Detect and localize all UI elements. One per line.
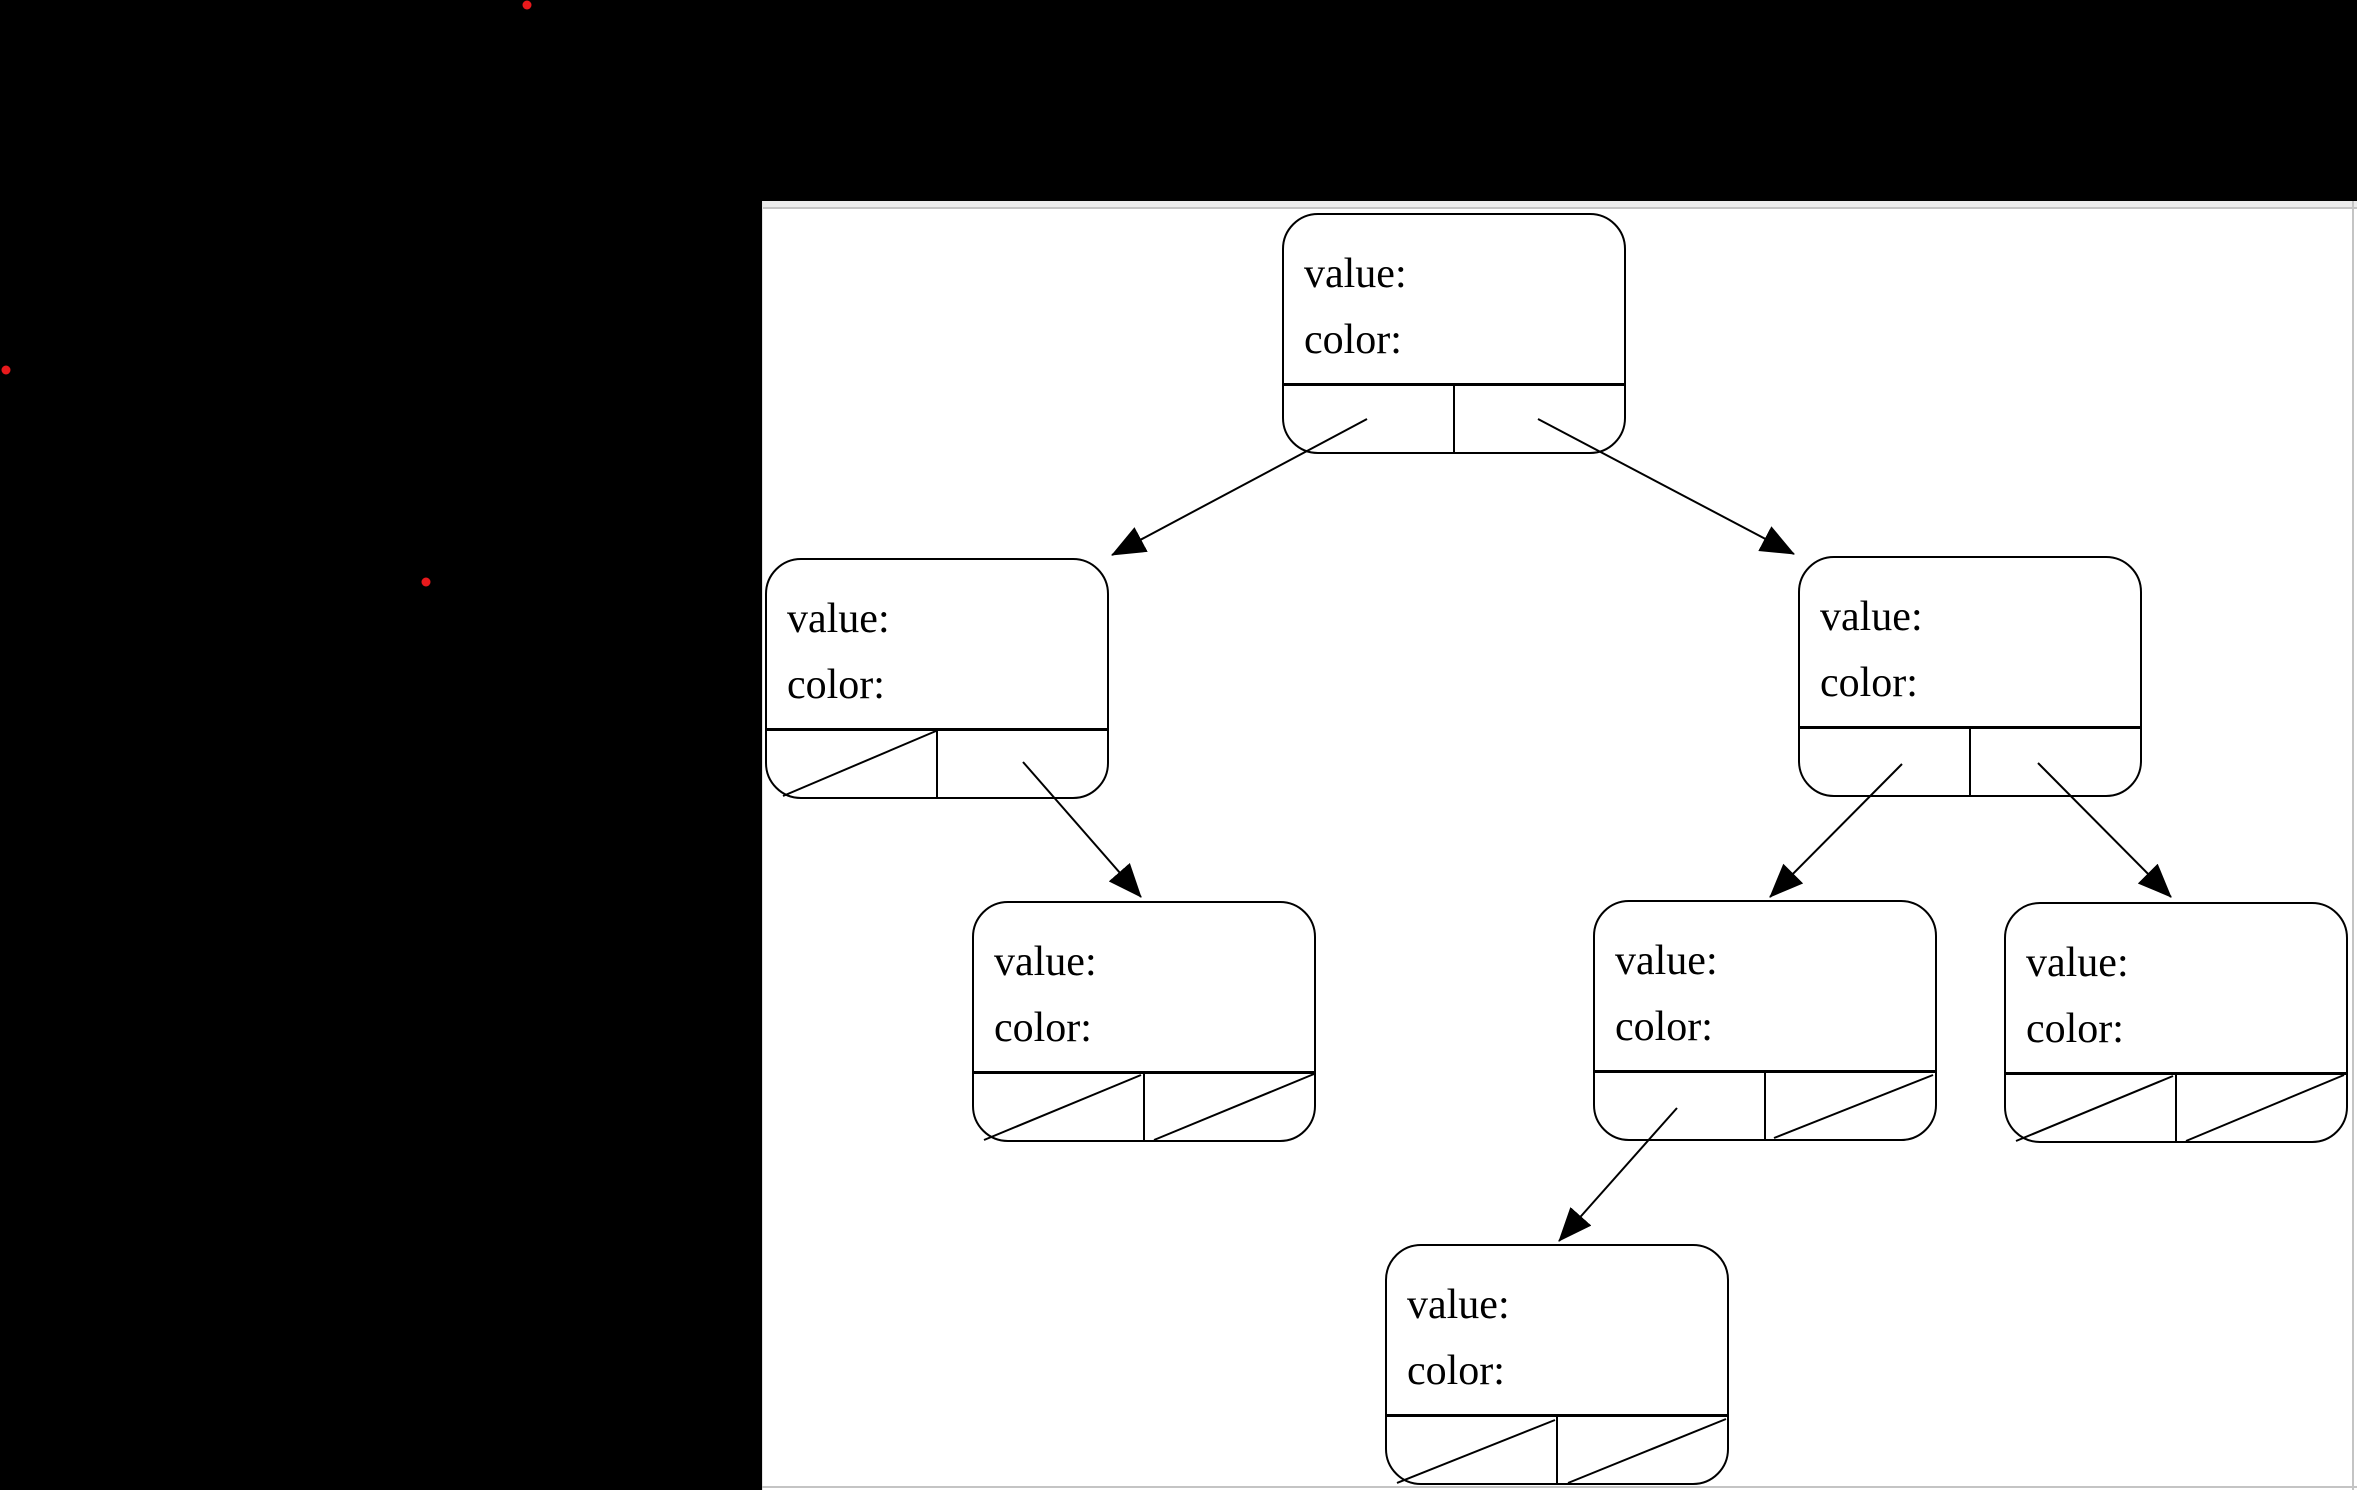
node-labels: value: color: [2006,904,2346,1072]
left-pointer-cell [1800,729,1971,795]
value-label: value: [994,939,1097,985]
right-pointer-cell [1145,1074,1314,1140]
left-pointer-cell [1387,1417,1558,1483]
right-pointer-cell [938,731,1107,797]
tree-node-root: value: color: [1282,213,1626,454]
panel-right-border-line [2352,201,2354,1490]
node-labels: value: color: [1284,215,1624,383]
right-pointer-cell [1971,729,2140,795]
color-label: color: [787,662,885,708]
value-label: value: [1820,594,1923,640]
left-pointer-cell [1595,1073,1766,1139]
left-pointer-cell [2006,1075,2177,1141]
color-label: color: [2026,1006,2124,1052]
right-pointer-cell [1558,1417,1727,1483]
node-labels: value: color: [974,903,1314,1071]
color-label: color: [1407,1348,1505,1394]
red-dot [522,0,532,10]
pointer-row [1387,1414,1727,1483]
node-labels: value: color: [1387,1246,1727,1414]
pointer-row [767,728,1107,797]
tree-node-right-child: value: color: [1798,556,2142,797]
value-label: value: [1304,251,1407,297]
tree-node-deepest-child: value: color: [1385,1244,1729,1485]
pointer-row [974,1071,1314,1140]
node-labels: value: color: [1595,902,1935,1070]
tree-node-left-right-grandchild: value: color: [972,901,1316,1142]
panel-top-strip [762,201,2357,207]
panel-bottom-border-line [762,1486,2357,1488]
tree-node-right-right-grandchild: value: color: [2004,902,2348,1143]
left-pointer-cell [974,1074,1145,1140]
panel-top-border-line [762,207,2357,209]
left-pointer-cell [1284,386,1455,452]
right-pointer-cell [1766,1073,1935,1139]
value-label: value: [1407,1282,1510,1328]
left-pointer-cell [767,731,938,797]
pointer-row [1595,1070,1935,1139]
pointer-row [2006,1072,2346,1141]
color-label: color: [994,1005,1092,1051]
tree-node-left-child: value: color: [765,558,1109,799]
panel-left-border-line [762,201,763,1490]
red-dot [421,577,431,587]
color-label: color: [1304,317,1402,363]
value-label: value: [1615,938,1718,984]
node-labels: value: color: [767,560,1107,728]
color-label: color: [1820,660,1918,706]
tree-node-right-left-grandchild: value: color: [1593,900,1937,1141]
pointer-row [1284,383,1624,452]
pointer-row [1800,726,2140,795]
right-pointer-cell [2177,1075,2346,1141]
right-pointer-cell [1455,386,1624,452]
value-label: value: [787,596,890,642]
red-dot [1,365,11,375]
node-labels: value: color: [1800,558,2140,726]
value-label: value: [2026,940,2129,986]
color-label: color: [1615,1004,1713,1050]
